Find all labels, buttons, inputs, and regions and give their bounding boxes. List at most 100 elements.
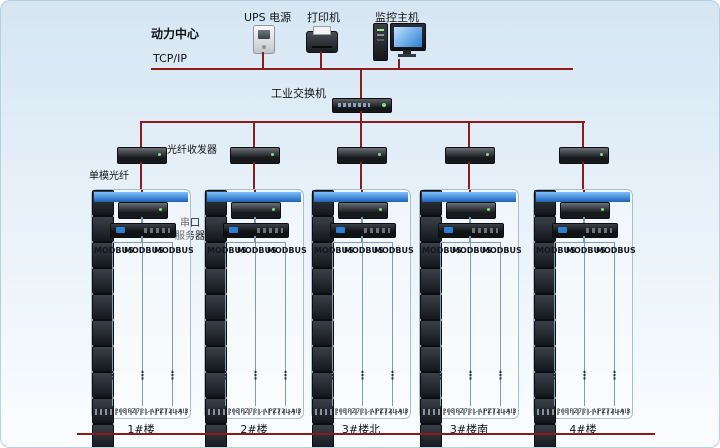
modbus-bus-line [332, 242, 333, 406]
monitor-base [398, 54, 416, 57]
fiber-transceiver-icon [337, 147, 387, 164]
building-label: 2#楼 [240, 423, 268, 436]
meter-icon [92, 192, 188, 415]
more-meters-ellipsis: ⋮ [137, 369, 148, 382]
bus-feed-line [583, 236, 585, 242]
meter-keypad [423, 409, 515, 415]
meter-icon [534, 192, 630, 415]
modbus-bus-line [470, 242, 471, 406]
more-meters-ellipsis: ⋮ [327, 369, 338, 382]
meter-icon [420, 192, 516, 415]
ups-icon [253, 25, 275, 54]
modbus-label: MODBUS [267, 246, 307, 255]
building-group-box: MODBUS⋮ACR120EMODBUS⋮PZ72L-AIMODBUS⋮PZ72… [419, 189, 522, 447]
more-meters-ellipsis: ⋮ [280, 369, 291, 382]
monitor-host-icon [373, 21, 427, 63]
meter-icon [420, 192, 516, 415]
bottom-border-line [77, 433, 655, 435]
modbus-label: MODBUS [566, 246, 606, 255]
serial-server-icon [438, 223, 504, 238]
switch-downlink-line [360, 111, 362, 121]
modbus-label: MODBUS [237, 246, 277, 255]
branch-drop-line [582, 121, 584, 147]
meter-keypad [537, 409, 629, 415]
building-group-box: MODBUS⋮ACR120EMODBUS⋮PZ72L-AIMODBUS⋮PZ72… [533, 189, 636, 447]
printer-icon [306, 26, 338, 53]
meter-keypad [315, 409, 407, 415]
branch-header-line [140, 121, 585, 123]
modbus-bus-line [225, 242, 226, 406]
building-group-box: MODBUS⋮ACR120EMODBUS⋮PZ72L-AIMODBUS⋮PZ72… [311, 189, 414, 447]
meter-screen [314, 192, 408, 202]
single-mode-fiber-line [468, 162, 470, 189]
modbus-label: MODBUS [374, 246, 414, 255]
meter-screen [207, 192, 301, 202]
modbus-bus-line [614, 242, 615, 406]
bus-feed-line [141, 236, 143, 242]
meter-icon [312, 192, 408, 415]
meter-icon [312, 192, 408, 415]
meter-model-label: PZ72L-AI3 [483, 407, 517, 415]
modbus-label: MODBUS [154, 246, 194, 255]
more-meters-ellipsis: ⋮ [220, 369, 231, 382]
building-group-box: MODBUS⋮ACR120EMODBUS⋮PZ72L-AIMODBUS⋮PZ72… [91, 189, 194, 447]
tcpip-label: TCP/IP [153, 52, 187, 65]
meter-model-label: PZ72L-AI3 [155, 407, 189, 415]
meter-model-label: PZ72L-AI3 [597, 407, 631, 415]
meter-screen [536, 192, 630, 202]
more-meters-ellipsis: ⋮ [167, 369, 178, 382]
modbus-label: MODBUS [94, 246, 134, 255]
modbus-bus-line [142, 242, 143, 406]
meter-screen [422, 192, 516, 202]
meter-icon [205, 192, 301, 415]
branch-drop-line [468, 121, 470, 147]
power-center-label: 动力中心 [151, 27, 200, 41]
modbus-label: MODBUS [452, 246, 492, 255]
meter-icon [312, 192, 408, 415]
fiber-transceiver-icon [560, 202, 610, 219]
modbus-label: MODBUS [124, 246, 164, 255]
branch-drop-line [253, 121, 255, 147]
fiber-transceiver-icon [118, 202, 168, 219]
more-meters-ellipsis: ⋮ [495, 369, 506, 382]
modbus-bus-line [500, 242, 501, 406]
transceiver-server-link [469, 217, 471, 223]
transceiver-server-link [361, 217, 363, 223]
serial-server-icon [223, 223, 289, 238]
modbus-bus-line [584, 242, 585, 406]
fiber-transceiver-icon [230, 147, 280, 164]
modbus-bus-line [392, 242, 393, 406]
fiber-transceiver-icon [231, 202, 281, 219]
modbus-bus-line [112, 242, 113, 406]
modbus-label: MODBUS [482, 246, 522, 255]
fiber-transceiver-icon [559, 147, 609, 164]
modbus-label: MODBUS [536, 246, 576, 255]
modbus-bus-line [285, 242, 286, 406]
transceiver-server-link [141, 217, 143, 223]
bus-feed-line [254, 236, 256, 242]
fiber-transceiver-icon [338, 202, 388, 219]
meter-keypad [208, 409, 300, 415]
more-meters-ellipsis: ⋮ [387, 369, 398, 382]
building-label: 3#楼南 [449, 423, 489, 436]
printer-label: 打印机 [307, 11, 340, 24]
monitor-stand [403, 50, 411, 54]
more-meters-ellipsis: ⋮ [549, 369, 560, 382]
industrial-switch-icon [332, 98, 392, 113]
building-label: 1#楼 [127, 423, 155, 436]
serial-server-icon [110, 223, 176, 238]
meter-icon [205, 192, 301, 415]
modbus-label: MODBUS [207, 246, 247, 255]
branch-drop-line [360, 121, 362, 147]
building-label: 3#楼北 [341, 423, 381, 436]
more-meters-ellipsis: ⋮ [107, 369, 118, 382]
modbus-label: MODBUS [596, 246, 636, 255]
monitor-icon [390, 23, 426, 51]
modbus-bus-line [554, 242, 555, 406]
serial-server-icon [552, 223, 618, 238]
single-mode-fiber-label: 单模光纤 [89, 171, 129, 182]
monitor-screen [394, 27, 422, 47]
switch-uplink-line [360, 70, 362, 98]
more-meters-ellipsis: ⋮ [579, 369, 590, 382]
meter-icon [534, 192, 630, 415]
